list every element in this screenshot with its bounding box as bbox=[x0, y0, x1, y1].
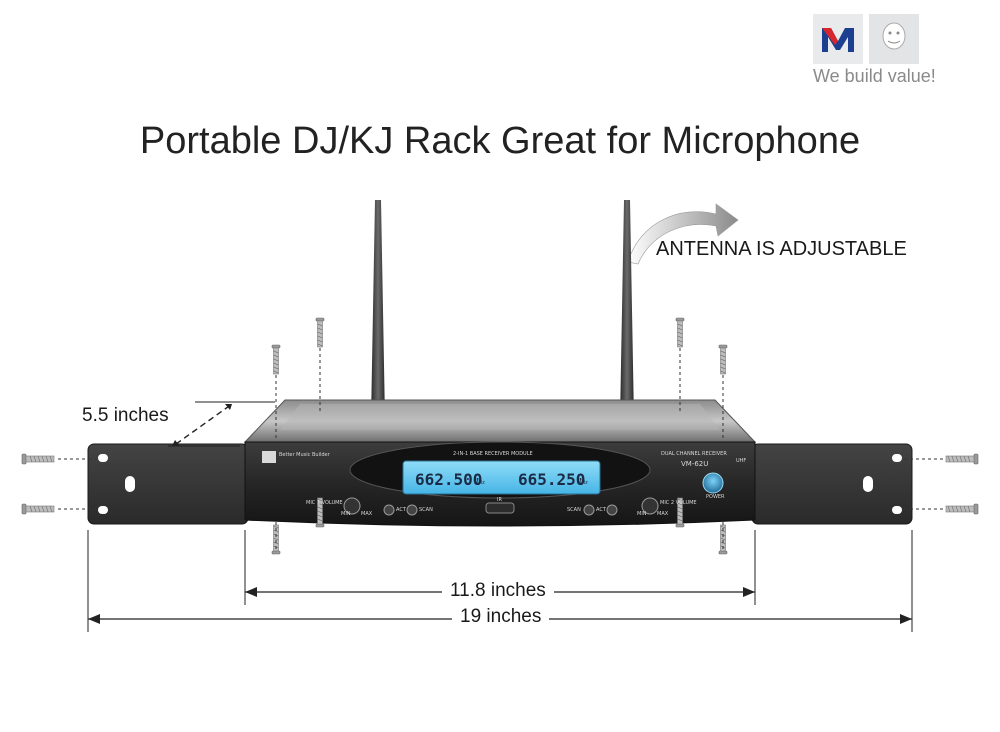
act-label-right: ACT bbox=[596, 507, 606, 513]
act-button-right[interactable] bbox=[606, 504, 618, 516]
brand-tagline: We build value! bbox=[813, 66, 936, 86]
device-module-label: 2-IN-1 BASE RECEIVER MODULE bbox=[453, 451, 533, 457]
lcd-display bbox=[402, 460, 601, 495]
device-model-type: DUAL CHANNEL RECEIVER bbox=[661, 451, 727, 457]
mic1-volume-label: MIC 1 VOLUME bbox=[306, 500, 343, 506]
uhf-badge: UHF bbox=[736, 458, 747, 464]
ir-label: IR bbox=[497, 497, 502, 503]
scan-label-left: SCAN bbox=[419, 507, 433, 513]
mic1-max-label: MAX bbox=[361, 511, 373, 517]
antenna-right bbox=[618, 200, 636, 422]
power-label: POWER bbox=[706, 494, 725, 500]
antenna-left bbox=[369, 200, 387, 422]
scan-button-right[interactable] bbox=[583, 504, 595, 516]
rack-ear-left bbox=[87, 443, 249, 525]
unit-width-annotation: 11.8 inches bbox=[442, 580, 554, 602]
freq-unit-b: MHz bbox=[577, 480, 588, 486]
curved-arrow-icon bbox=[627, 203, 739, 265]
act-label-left: ACT bbox=[396, 507, 406, 513]
rack-width-annotation: 19 inches bbox=[452, 606, 550, 628]
act-button-left[interactable] bbox=[383, 504, 395, 516]
mic1-volume-knob[interactable] bbox=[343, 497, 361, 515]
power-button[interactable] bbox=[702, 472, 724, 494]
depth-annotation: 5.5 inches bbox=[82, 405, 169, 426]
mic1-min-label: MIN bbox=[341, 511, 351, 517]
lcd-frequency-a: 662.500 bbox=[415, 470, 483, 489]
rack-ear-right bbox=[751, 443, 913, 525]
mic2-max-label: MAX bbox=[657, 511, 669, 517]
ir-window bbox=[485, 502, 515, 514]
mic2-volume-label: MIC 2 VOLUME bbox=[660, 500, 697, 506]
freq-unit-a: MHz bbox=[474, 480, 485, 486]
page-title: Portable DJ/KJ Rack Great for Microphone bbox=[139, 120, 861, 162]
lcd-frequency-b: 665.250 bbox=[518, 470, 586, 489]
device-brand-name: Better Music Builder bbox=[279, 452, 330, 458]
brand-logo-mark bbox=[813, 14, 919, 64]
scan-label-right: SCAN bbox=[567, 507, 581, 513]
mic2-min-label: MIN bbox=[637, 511, 647, 517]
mic2-volume-knob[interactable] bbox=[641, 497, 659, 515]
depth-dimension-line bbox=[175, 403, 233, 445]
device-model: VM-62U bbox=[681, 460, 709, 468]
antenna-annotation: ANTENNA IS ADJUSTABLE bbox=[656, 238, 907, 260]
scan-button-left[interactable] bbox=[406, 504, 418, 516]
